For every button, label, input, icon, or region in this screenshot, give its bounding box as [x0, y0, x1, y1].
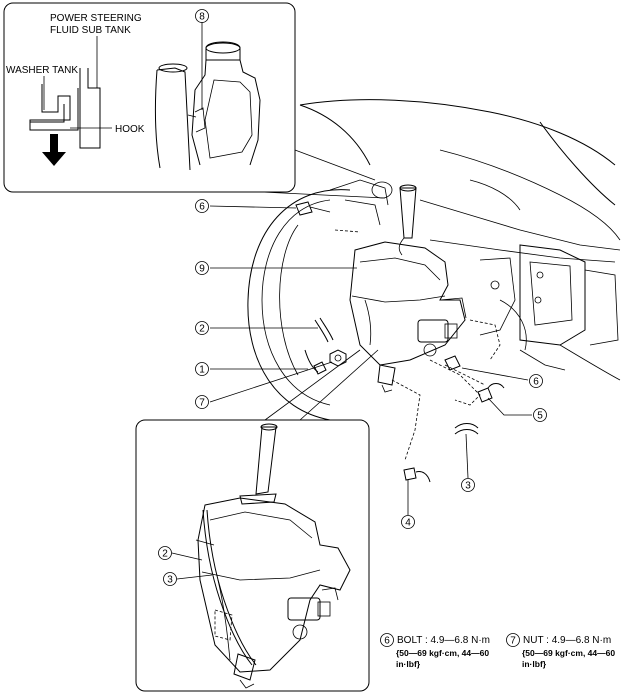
- washer-tank-main: [334, 184, 501, 461]
- nut: [329, 349, 347, 367]
- callout-leaders: [209, 205, 532, 515]
- clip-1: [304, 349, 327, 375]
- svg-text:HOOK: HOOK: [115, 124, 145, 135]
- hose-2: [314, 317, 334, 343]
- svg-text:POWER STEERING: POWER STEERING: [50, 13, 142, 24]
- svg-text:2: 2: [162, 549, 168, 560]
- callout-4: 4: [401, 515, 415, 529]
- svg-text:{50—69 kgf·cm, 44—60: {50—69 kgf·cm, 44—60: [522, 648, 615, 658]
- svg-text:NUT : 4.9—6.8 N·m: NUT : 4.9—6.8 N·m: [523, 635, 611, 646]
- vehicle-body-outline: [247, 99, 621, 421]
- svg-text:5: 5: [537, 411, 543, 422]
- svg-text:6: 6: [199, 202, 205, 213]
- bolt-upper: [295, 201, 331, 216]
- callout-6-lower: 6: [529, 374, 543, 388]
- svg-text:in·lbf}: in·lbf}: [522, 659, 547, 669]
- inset-bottom: 2 3: [135, 349, 379, 692]
- svg-text:6: 6: [533, 377, 539, 388]
- svg-text:8: 8: [199, 12, 205, 23]
- svg-text:FLUID SUB TANK: FLUID SUB TANK: [50, 25, 131, 36]
- svg-text:3: 3: [167, 575, 173, 586]
- connector-5: [477, 383, 505, 403]
- inset-top: POWER STEERING FLUID SUB TANK WASHER TAN…: [3, 2, 393, 199]
- callout-5: 5: [533, 408, 547, 422]
- connector-4: [403, 467, 431, 483]
- svg-text:1: 1: [199, 365, 205, 376]
- svg-text:in·lbf}: in·lbf}: [396, 659, 421, 669]
- callout-6-upper: 6: [195, 199, 209, 213]
- svg-text:3: 3: [465, 481, 471, 492]
- svg-text:WASHER TANK: WASHER TANK: [6, 65, 78, 76]
- torque-spec-nut: 7 NUT : 4.9—6.8 N·m {50—69 kgf·cm, 44—60…: [506, 633, 615, 669]
- callout-1: 1: [195, 362, 209, 376]
- torque-spec-bolt: 6 BOLT : 4.9—6.8 N·m {50—69 kgf·cm, 44—6…: [380, 633, 490, 669]
- callout-7: 7: [195, 395, 209, 409]
- svg-text:9: 9: [199, 264, 205, 275]
- svg-text:7: 7: [199, 398, 205, 409]
- svg-text:7: 7: [510, 636, 516, 647]
- svg-text:BOLT : 4.9—6.8 N·m: BOLT : 4.9—6.8 N·m: [397, 635, 490, 646]
- hose-3: [454, 423, 479, 435]
- svg-text:2: 2: [199, 324, 205, 335]
- svg-text:{50—69 kgf·cm, 44—60: {50—69 kgf·cm, 44—60: [396, 648, 489, 658]
- callout-2: 2: [195, 321, 209, 335]
- svg-text:4: 4: [405, 518, 411, 529]
- down-arrow-icon: [42, 134, 66, 166]
- callout-3: 3: [461, 478, 475, 492]
- svg-text:6: 6: [384, 636, 390, 647]
- bolt-lower: [444, 355, 461, 371]
- callout-9: 9: [195, 261, 209, 275]
